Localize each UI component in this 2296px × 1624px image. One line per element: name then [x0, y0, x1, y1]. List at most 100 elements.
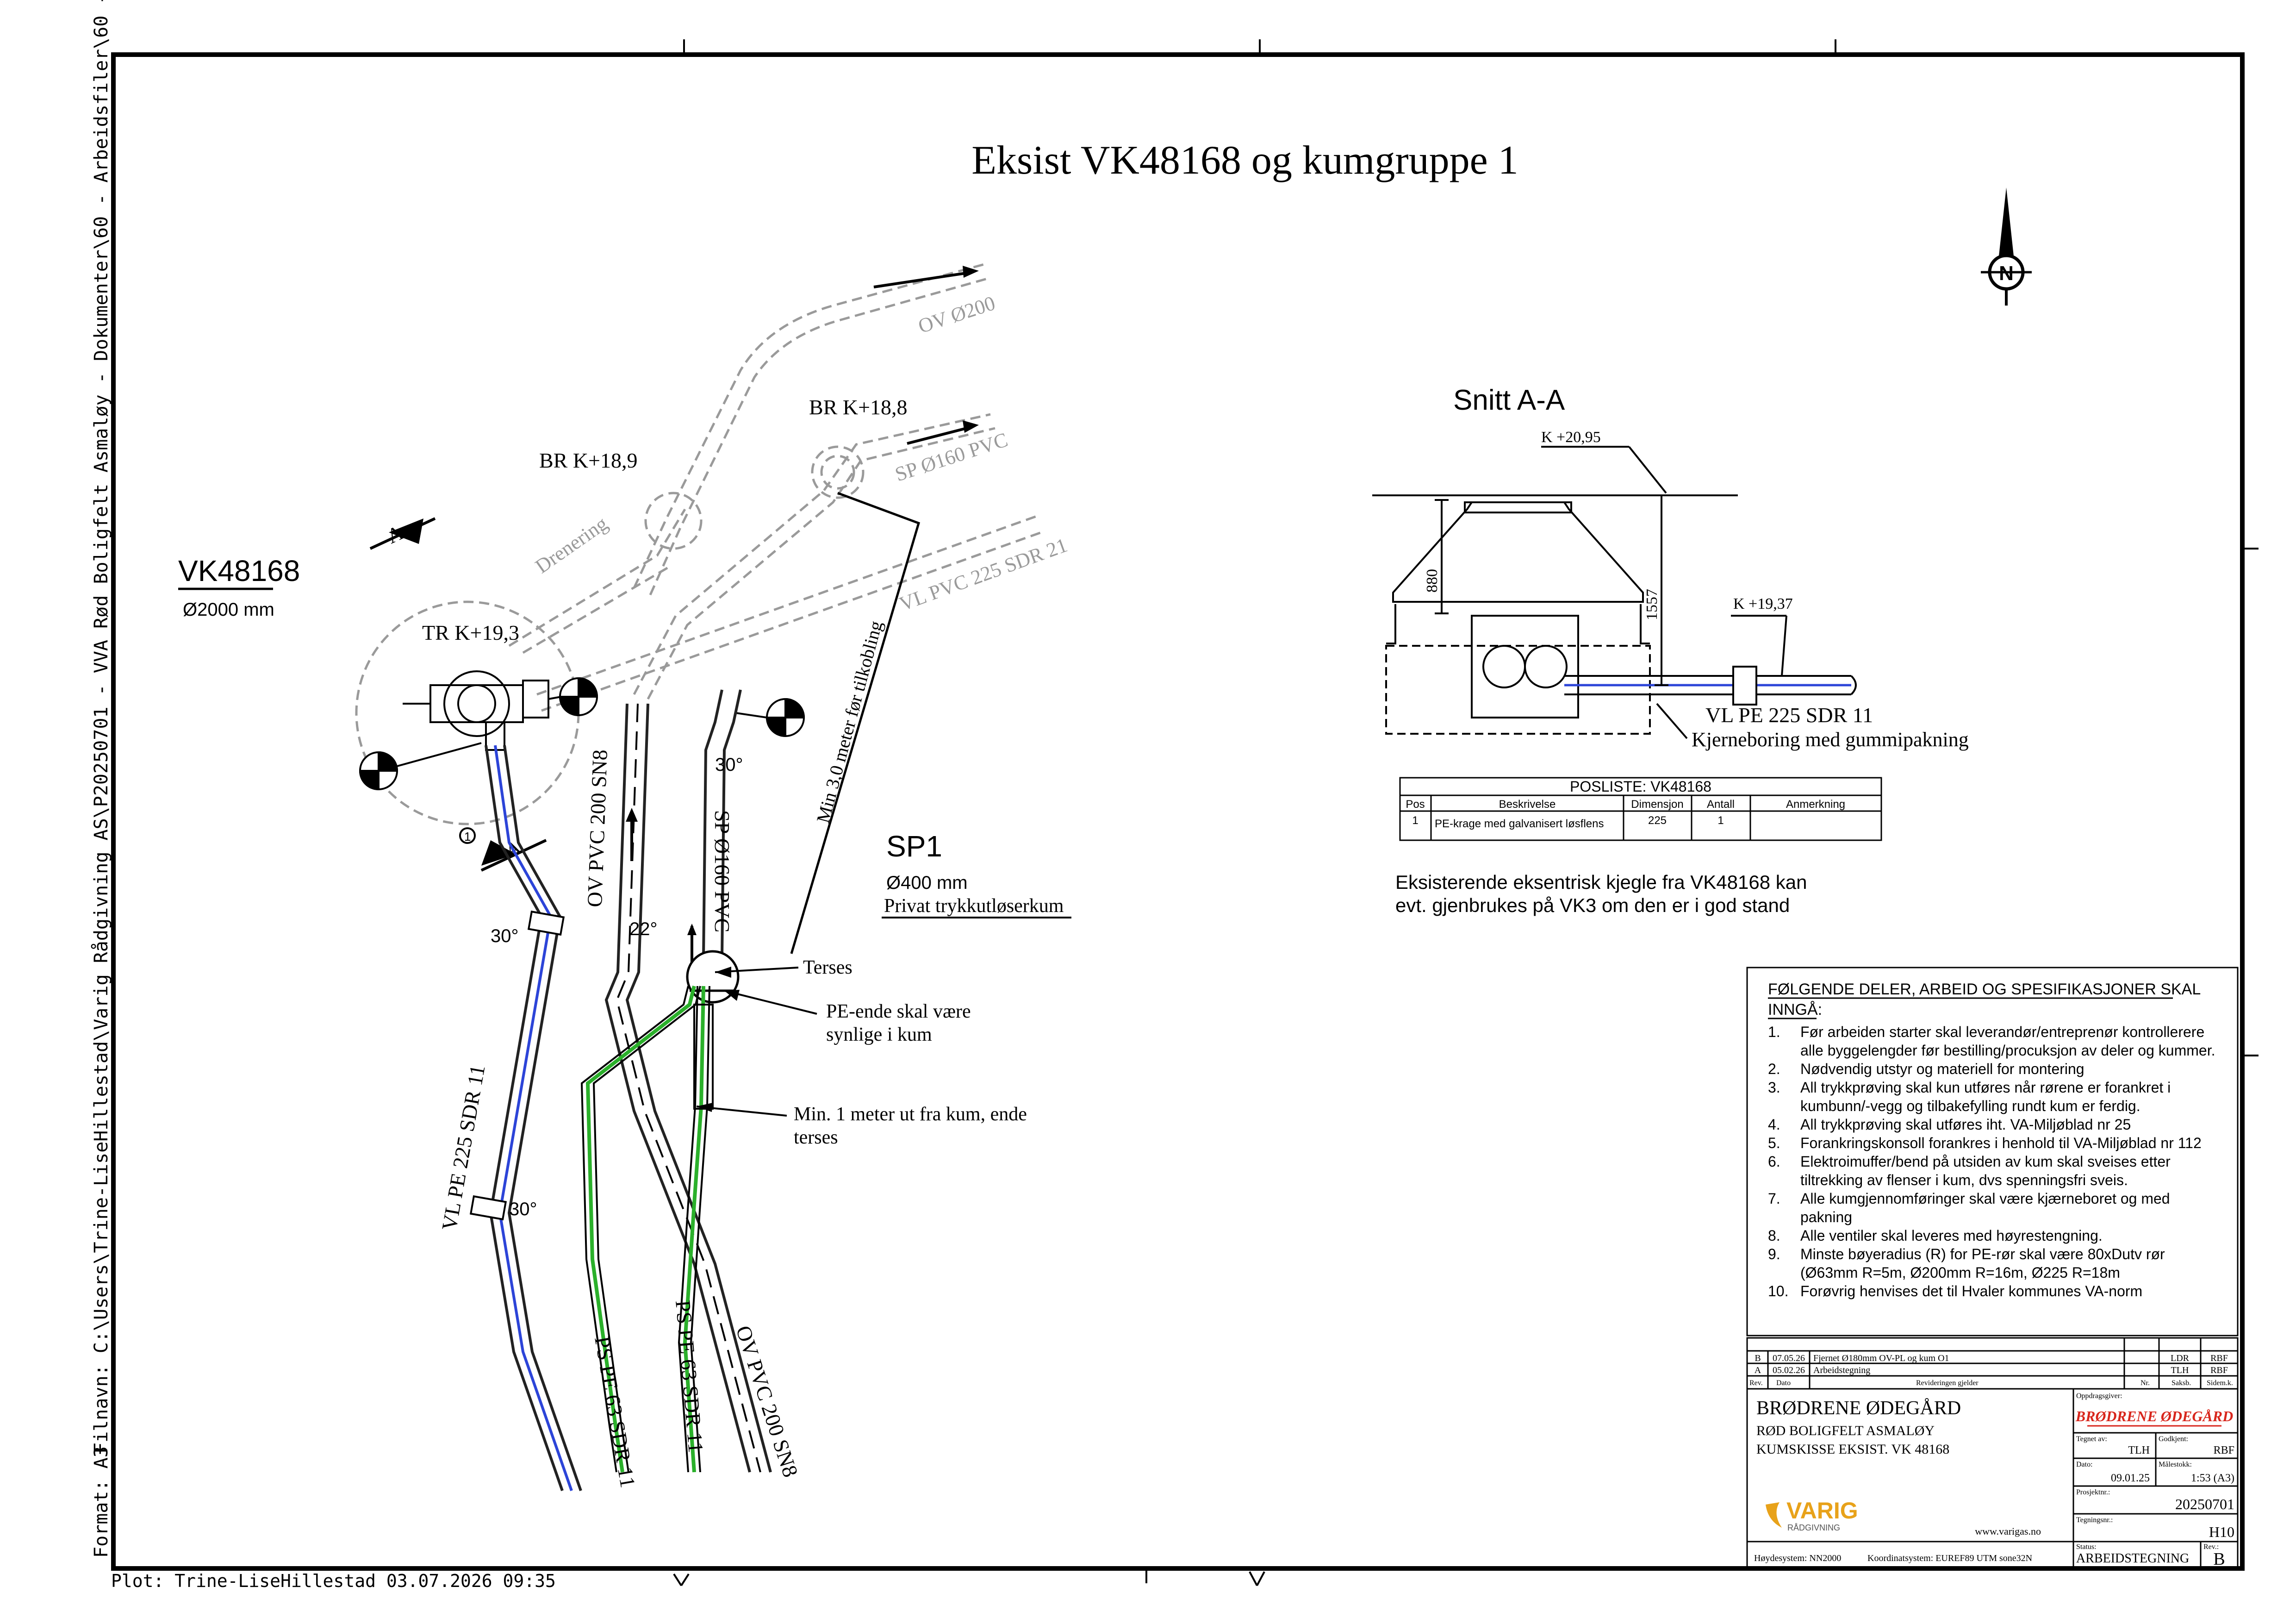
tegningsnr-value: H10: [2209, 1524, 2234, 1540]
rev-b-godk: RBF: [2210, 1353, 2228, 1363]
spec-item-line: pakning: [1800, 1209, 1852, 1225]
vk-name: VK48168: [178, 554, 300, 587]
vk-diameter: Ø2000 mm: [183, 600, 274, 620]
existing-pipes: [355, 262, 1042, 825]
label-ps-pe63-b: PS PE 63 SDR 11: [671, 1299, 708, 1454]
note-line-1: Eksisterende eksentrisk kjegle fra VK481…: [1395, 871, 1807, 893]
filename-path: Filnavn: C:\Users\Trine-LiseHillestad\Va…: [91, 0, 112, 1454]
drawing-title: Eksist VK48168 og kumgruppe 1: [971, 138, 1518, 183]
label-br-left: BR K+18,9: [539, 449, 638, 472]
status-value: ARBEIDSTEGNING: [2076, 1551, 2189, 1566]
spec-heading-2: INNGÅ:: [1768, 1001, 1822, 1018]
posliste-cell: PE-krage med galvanisert løsflens: [1435, 818, 1604, 830]
rev-a-tegn: TLH: [2171, 1365, 2189, 1375]
oppdragsgiver-label: Oppdragsgiver:: [2076, 1392, 2122, 1400]
malestokk-label: Målestokk:: [2159, 1461, 2192, 1468]
spec-item-number: 8.: [1768, 1227, 1780, 1244]
label-sp160-mid: SP Ø160 PVC: [710, 810, 734, 932]
spec-item-number: 10.: [1768, 1283, 1788, 1299]
label-min1-1: Min. 1 meter ut fra kum, ende: [794, 1104, 1027, 1125]
angle-30-c: 30°: [715, 755, 743, 775]
label-pe-ende-2: synlige i kum: [826, 1024, 932, 1045]
callout-1: 1: [464, 830, 471, 843]
rev-b-rev: B: [1755, 1353, 1761, 1363]
plot-line: Plot: Trine-LiseHillestad 03.07.2026 09:…: [111, 1571, 556, 1591]
svg-text:A: A: [383, 520, 407, 548]
section-marker-a-top: A: [369, 517, 436, 550]
spec-item-line: Minste bøyeradius (R) for PE-rør skal væ…: [1800, 1246, 2165, 1262]
sp1-desc: Privat trykkutløserkum: [884, 895, 1064, 917]
spec-item-line: (Ø63mm R=5m, Ø200mm R=16m, Ø225 R=18m: [1800, 1264, 2120, 1281]
pipe-vl-pe225: [469, 745, 582, 1491]
rev-header-rev: Rev.: [1749, 1379, 1763, 1387]
rev-b-tegn: LDR: [2171, 1353, 2190, 1363]
rev-label: Rev.:: [2203, 1543, 2219, 1551]
title-block: Oppdragsgiver: BRØDRENE ØDEGÅRD BRØDRENE…: [1746, 1388, 2239, 1569]
tegnet-value: TLH: [2128, 1444, 2150, 1456]
spec-item-number: 5.: [1768, 1135, 1780, 1151]
label-min3: Min 3,0 meter før tilkobling: [812, 618, 886, 825]
section-k-pipe: K +19,37: [1733, 595, 1793, 612]
sp1-name: SP1: [886, 830, 942, 863]
label-ov200-top: OV Ø200: [915, 292, 998, 338]
rev-b-dato: 07.05.26: [1773, 1353, 1805, 1363]
posliste-cell: 225: [1648, 814, 1667, 827]
section-pipe-label: VL PE 225 SDR 11: [1705, 703, 1873, 727]
valve-assembly: [403, 670, 574, 751]
posliste-cell: 1: [1412, 814, 1418, 827]
koordinatsystem: Koordinatsystem: EUREF89 UTM sone32N: [1867, 1553, 2032, 1563]
website: www.varigas.no: [1975, 1525, 2041, 1537]
label-pe-ende-1: PE-ende skal være: [826, 1001, 971, 1022]
spec-item-line: Alle ventiler skal leveres med høyresten…: [1800, 1227, 2103, 1244]
label-drenering: Drenering: [531, 512, 612, 578]
section-dim-1557: 1557: [1643, 589, 1661, 620]
spec-item-line: tiltrekking av flenser i kum, dvs spenni…: [1800, 1172, 2128, 1188]
tegningsnr-label: Tegningsnr.:: [2076, 1516, 2113, 1524]
varig-logo-text: VARIG: [1786, 1498, 1858, 1524]
spec-heading-1: FØLGENDE DELER, ARBEID OG SPESIFIKASJONE…: [1768, 981, 2201, 998]
pipe-ps-pe63: [580, 986, 714, 1473]
grid-ticks: [673, 39, 2259, 1587]
rev-value: B: [2213, 1549, 2225, 1569]
pipe-sp160: [687, 689, 742, 963]
posliste-cell: 1: [1717, 814, 1724, 827]
prosjektnr-label: Prosjektnr.:: [2076, 1488, 2110, 1496]
label-min1-2: terses: [794, 1127, 838, 1148]
rev-header-text: Revideringen gjelder: [1916, 1379, 1979, 1387]
spec-item-line: kumbunn/-vegg og tilbakefylling rundt ku…: [1800, 1098, 2140, 1114]
section-dim-880: 880: [1424, 569, 1441, 593]
label-ov-pvc200-mid: OV PVC 200 SN8: [583, 749, 612, 907]
label-ps-pe63-a: PS PE 63 SDR 11: [590, 1335, 640, 1489]
drawing-name: KUMSKISSE EKSIST. VK 48168: [1756, 1442, 1949, 1457]
spec-item-line: Forøvrig henvises det til Hvaler kommune…: [1800, 1283, 2142, 1299]
north-label: N: [1999, 262, 2014, 285]
posliste-col-antall: Antall: [1707, 798, 1735, 811]
note-line-2: evt. gjenbrukes på VK3 om den er i god s…: [1395, 894, 1790, 916]
target-symbols: [359, 677, 805, 844]
posliste-title: POSLISTE: VK48168: [1570, 778, 1711, 795]
spec-item-line: Forankringskonsoll forankres i henhold t…: [1800, 1135, 2202, 1151]
label-vl225-top: VL PVC 225 SDR 21: [896, 534, 1070, 616]
pipe-ov-pvc200: [604, 703, 772, 1473]
rev-header-saksb: Saksb.: [2172, 1379, 2191, 1387]
revision-table: B 07.05.26 Fjernet Ø180mm OV-PL og kum O…: [1746, 1337, 2239, 1390]
godkjent-label: Godkjent:: [2159, 1435, 2188, 1443]
label-terses: Terses: [803, 957, 852, 978]
rev-b-text: Fjernet Ø180mm OV-PL og kum O1: [1813, 1353, 1949, 1363]
rev-a-dato: 05.02.26: [1773, 1365, 1805, 1375]
spec-item-number: 4.: [1768, 1116, 1780, 1133]
posliste-table: POSLISTE: VK48168 Pos Beskrivelse Dimens…: [1399, 777, 1882, 841]
section-view: [1372, 446, 1857, 739]
prosjektnr-value: 20250701: [2175, 1496, 2234, 1512]
spec-item-number: 6.: [1768, 1153, 1780, 1170]
spec-item-line: Før arbeiden starter skal leverandør/ent…: [1800, 1024, 2204, 1040]
malestokk-value: 1:53 (A3): [2191, 1472, 2234, 1484]
spec-item-line: Alle kumgjennomføringer skal være kjærne…: [1800, 1190, 2170, 1207]
format-label: Format: A3: [91, 1446, 112, 1558]
tegnet-label: Tegnet av:: [2076, 1435, 2107, 1443]
spec-item-number: 1.: [1768, 1024, 1780, 1040]
posliste-col-beskrivelse: Beskrivelse: [1499, 798, 1556, 811]
varig-logo-sub: RÅDGIVNING: [1787, 1523, 1840, 1532]
spec-item-line: Nødvendig utstyr og materiell for monter…: [1800, 1061, 2084, 1077]
